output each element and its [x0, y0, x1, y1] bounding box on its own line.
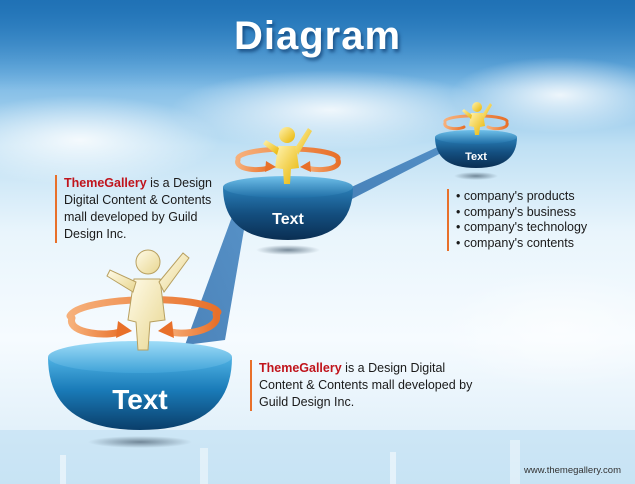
shadow-medium	[256, 245, 320, 255]
step-small: Text	[435, 102, 517, 168]
connector-beam-2	[345, 144, 447, 200]
bullet-list: company's products company's business co…	[447, 189, 626, 251]
note-bottom: ThemeGallery is a Design Digital Content…	[250, 360, 489, 411]
step-medium: Text	[223, 127, 353, 240]
list-item: company's business	[456, 205, 626, 221]
figure-small-icon	[462, 102, 492, 135]
arrow-head-right	[158, 321, 174, 338]
note-left: ThemeGallery is a Design Digital Content…	[55, 175, 224, 243]
list-item: company's technology	[456, 220, 626, 236]
list-item: company's contents	[456, 236, 626, 252]
figure-medium-icon	[263, 127, 312, 184]
step-label-small: Text	[465, 151, 487, 163]
note-text: is a Design Digital Content & Contents m…	[64, 176, 212, 241]
rotation-arrow-front	[68, 314, 128, 338]
page-title: Diagram	[233, 14, 402, 58]
footer-url: www.themegallery.com	[524, 465, 621, 476]
list-item: company's products	[456, 189, 626, 205]
connector-beam-1	[185, 214, 246, 345]
step-large: Text	[48, 249, 232, 430]
note-text: is a Design Digital Content & Contents m…	[259, 361, 473, 409]
shadow-small	[454, 172, 498, 180]
shadow-large	[88, 436, 192, 448]
brand-name: ThemeGallery	[64, 176, 147, 190]
step-label-large: Text	[112, 384, 168, 415]
brand-name: ThemeGallery	[259, 361, 342, 375]
step-label-medium: Text	[272, 211, 304, 228]
figure-large-icon	[106, 249, 190, 351]
arrow-head-left	[116, 321, 132, 338]
